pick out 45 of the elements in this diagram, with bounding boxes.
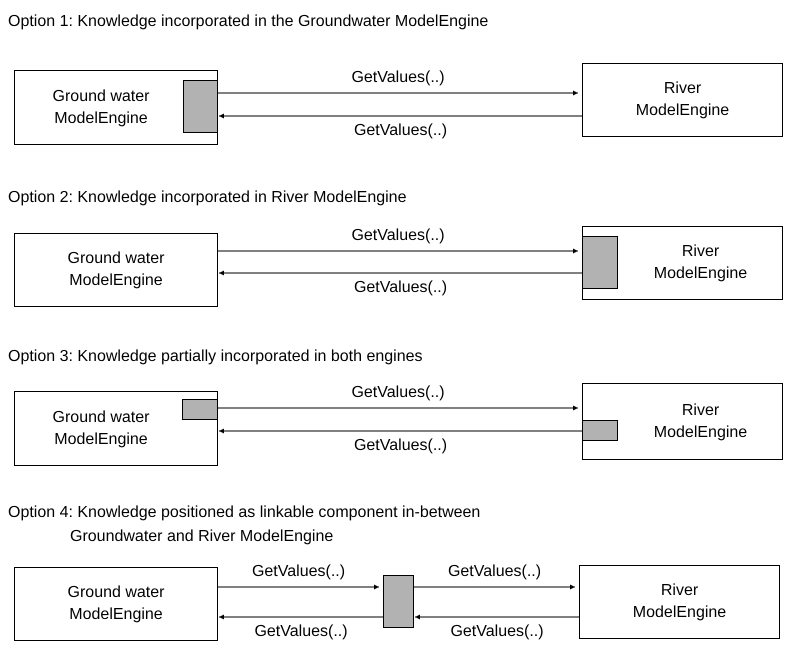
arrow: [218, 406, 578, 410]
engine-box: [14, 391, 218, 466]
edge-label: GetValues(..): [252, 563, 346, 581]
edge-label: GetValues(..): [448, 563, 542, 581]
edge-label: GetValues(..): [351, 69, 445, 87]
engine-box: [14, 70, 218, 145]
edge-label: GetValues(..): [351, 384, 445, 402]
knowledge-component: [582, 420, 618, 441]
option-heading: Option 2: Knowledge incorporated in River ModelEngine: [8, 188, 408, 208]
engine-box: [14, 567, 218, 641]
edge-label: GetValues(..): [354, 279, 448, 297]
engine-label: River ModelEngine: [634, 79, 730, 121]
engine-box: [582, 63, 783, 137]
option-heading: Option 1: Knowledge incorporated in the Groundwater ModelEngine: [8, 12, 490, 32]
engine-label: Ground water ModelEngine: [52, 408, 150, 450]
engine-label: River ModelEngine: [632, 581, 728, 623]
arrow: [414, 614, 580, 620]
knowledge-component: [182, 399, 218, 420]
edge-label: GetValues(..): [351, 227, 445, 245]
arrow: [218, 90, 578, 96]
engine-box: [14, 233, 218, 307]
engine-label: Ground water ModelEngine: [52, 86, 150, 128]
edge-label: GetValues(..): [354, 437, 448, 455]
knowledge-component: [582, 236, 618, 289]
engine-label: River ModelEngine: [652, 400, 748, 442]
engine-label: River ModelEngine: [652, 242, 748, 284]
arrow: [218, 270, 582, 276]
option-heading: Option 3: Knowledge partially incorporated in both engines: [8, 347, 424, 367]
engine-box: [582, 383, 783, 460]
arrow: [414, 584, 576, 590]
engine-label: Ground water ModelEngine: [66, 249, 166, 291]
knowledge-component: [183, 80, 218, 133]
arrow: [218, 114, 582, 118]
engine-box: [582, 226, 783, 300]
edge-label: GetValues(..): [450, 623, 544, 641]
edge-label: GetValues(..): [254, 623, 348, 641]
option-heading: Option 4: Knowledge positioned as linkable component in-between Groundwater and River ModelEngine: [8, 503, 482, 547]
engine-box: [579, 565, 780, 639]
arrow: [218, 584, 380, 590]
arrow: [218, 248, 578, 254]
arrow: [218, 614, 384, 620]
edge-label: GetValues(..): [354, 122, 448, 140]
knowledge-component: [383, 575, 414, 628]
arrow: [218, 428, 582, 434]
engine-label: Ground water ModelEngine: [66, 583, 166, 625]
